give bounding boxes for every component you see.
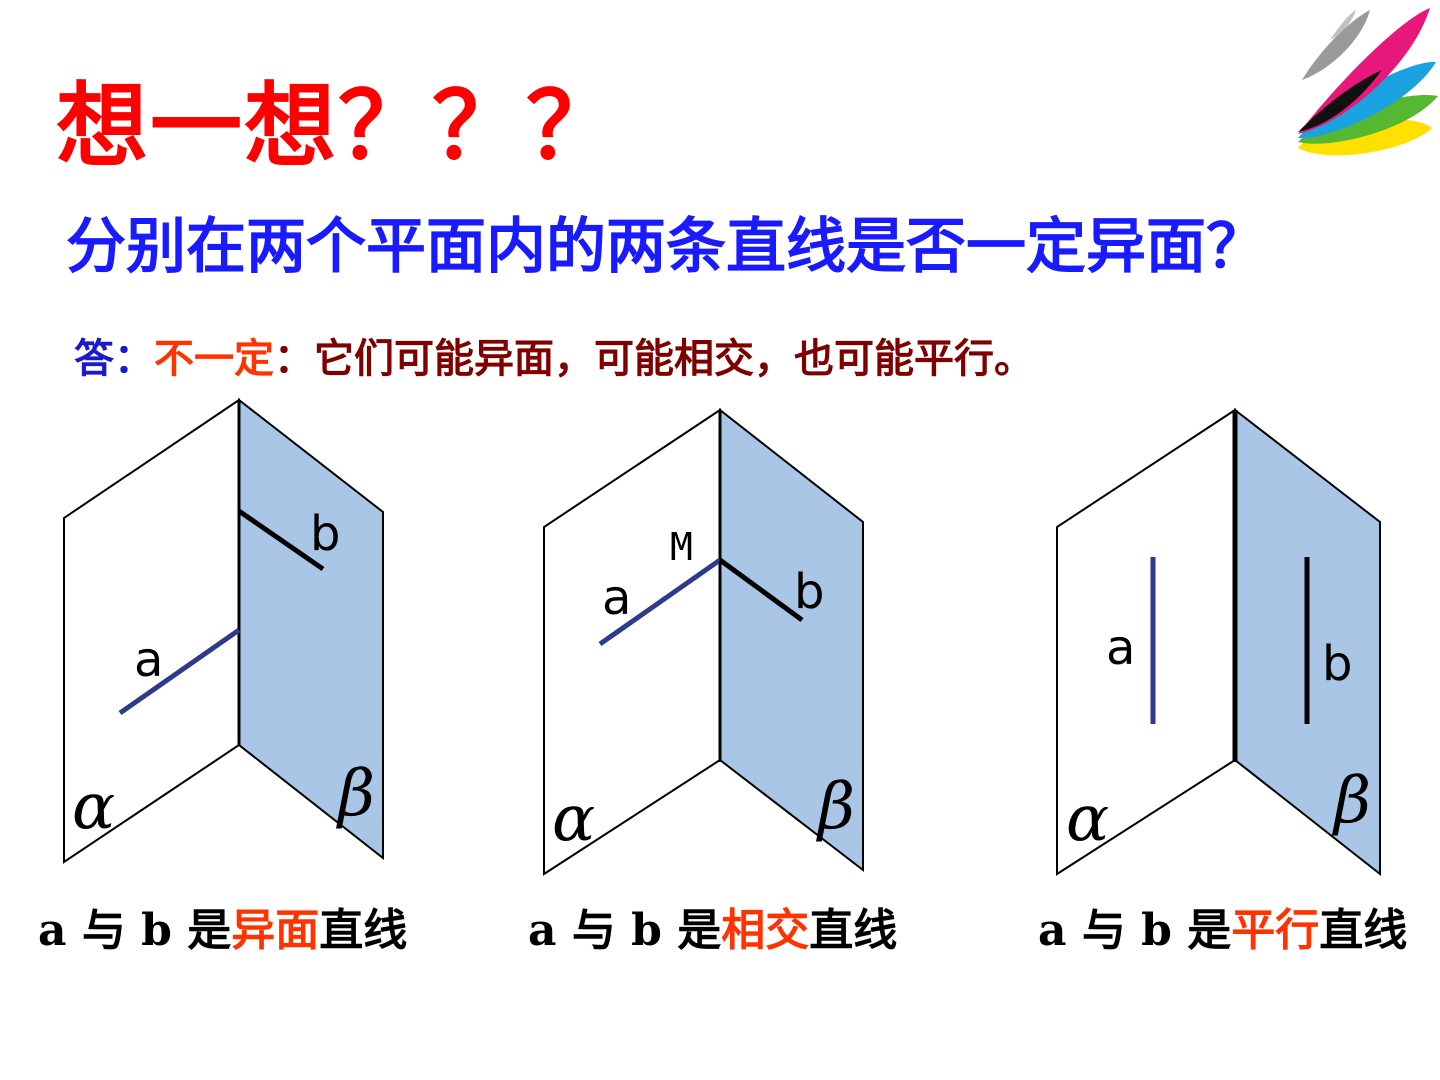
answer-rest: ：它们可能异面，可能相交，也可能平行。 [274, 335, 1034, 382]
caption-suffix: 直线 [319, 905, 408, 956]
line-a [118, 627, 241, 716]
label-a: a [1106, 620, 1135, 676]
label-b: b [1322, 636, 1352, 692]
line-b [718, 557, 804, 623]
label-a: a [602, 570, 631, 626]
line-b [237, 508, 325, 572]
answer-text: 答：不一定：它们可能异面，可能相交，也可能平行。 [74, 326, 1034, 384]
caption-prefix: a 与 b 是 [1038, 905, 1232, 956]
label-alpha: α [1066, 782, 1109, 856]
label-beta: β [1332, 764, 1371, 838]
caption-prefix: a 与 b 是 [38, 905, 232, 956]
caption-emphasis: 异面 [231, 905, 320, 956]
caption-prefix: a 与 b 是 [528, 905, 722, 956]
caption-intersect: a 与 b 是相交直线 [528, 894, 897, 958]
caption-emphasis: 平行 [1231, 905, 1320, 956]
logo-stripes-icon [1298, 8, 1438, 156]
page-title: 想一想？？？ [56, 72, 621, 180]
label-point-m: M [670, 525, 693, 569]
caption-emphasis: 相交 [721, 905, 810, 956]
answer-key: 不一定 [154, 335, 274, 382]
caption-parallel: a 与 b 是平行直线 [1038, 894, 1407, 958]
label-beta: β [336, 757, 375, 831]
line-a [598, 557, 722, 647]
label-b: b [794, 564, 824, 620]
label-beta: β [816, 770, 855, 844]
label-b: b [310, 506, 340, 562]
caption-skew: a 与 b 是异面直线 [38, 894, 407, 958]
answer-label: 答： [74, 335, 154, 382]
question-text: 分别在两个平面内的两条直线是否一定异面？ [66, 212, 1266, 282]
label-alpha: α [552, 782, 595, 856]
figure-skew: a b α β [63, 397, 384, 864]
caption-suffix: 直线 [809, 905, 898, 956]
figure-parallel: a b α β [1056, 407, 1381, 877]
label-a: a [134, 632, 163, 688]
label-alpha: α [72, 770, 115, 844]
decorative-logo [1298, 8, 1438, 156]
caption-suffix: 直线 [1319, 905, 1408, 956]
figure-intersect: M a b α β [543, 407, 864, 876]
